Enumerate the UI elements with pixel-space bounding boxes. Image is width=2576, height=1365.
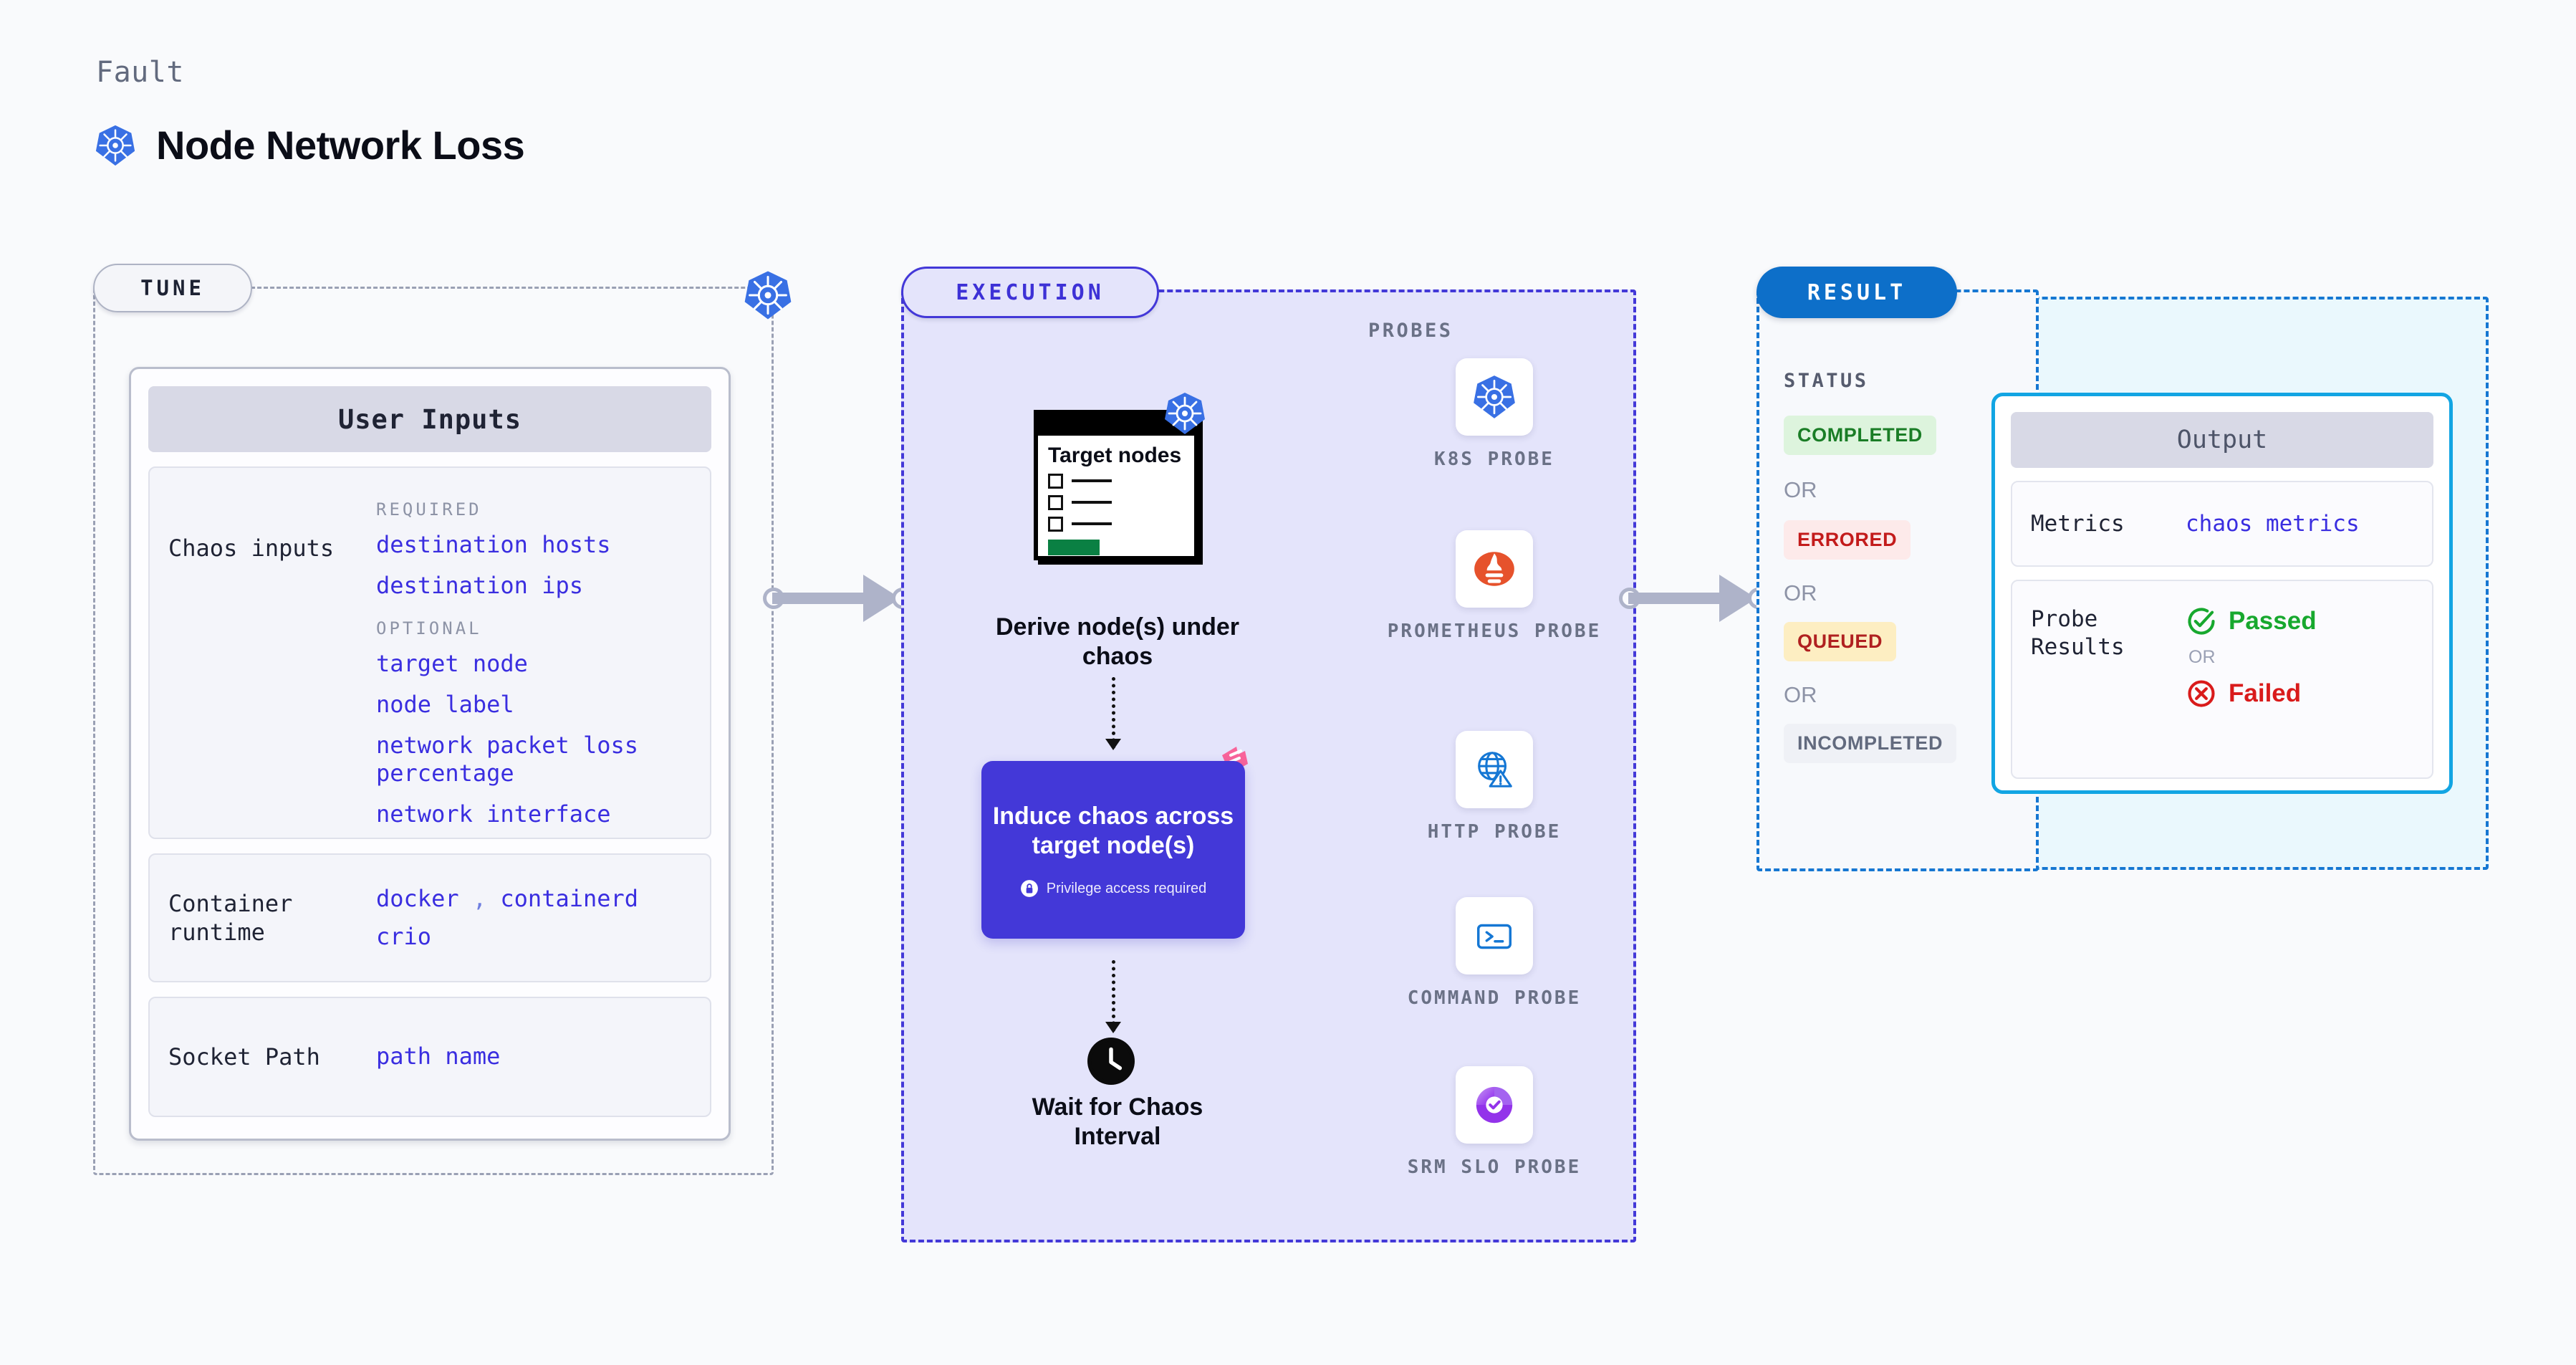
probe-results-row: Probe Results Passed OR xyxy=(2011,580,2433,779)
placeholder-line xyxy=(1072,522,1112,525)
socket-path-row: Socket Path path name xyxy=(148,997,711,1117)
page-title-row: Node Network Loss xyxy=(93,122,525,168)
probe-result-passed: Passed xyxy=(2186,605,2413,637)
target-nodes-title: Target nodes xyxy=(1048,444,1182,467)
step-caption-derive-nodes: Derive node(s) under chaos xyxy=(995,613,1240,671)
check-circle-icon xyxy=(2186,605,2217,637)
checkbox-icon xyxy=(1048,516,1063,532)
node-list-item xyxy=(1048,494,1184,510)
status-badge-queued: QUEUED xyxy=(1784,622,1897,661)
container-runtime-row: Container runtime docker , containerd cr… xyxy=(148,853,711,982)
probe-item-command[interactable]: COMMAND PROBE xyxy=(1352,897,1636,1011)
input-network-interface[interactable]: network interface xyxy=(376,800,611,828)
metrics-label: Metrics xyxy=(2031,510,2125,537)
probe-item-k8s[interactable]: K8S PROBE xyxy=(1352,358,1636,472)
node-list-item xyxy=(1048,516,1184,532)
checkbox-icon xyxy=(1048,494,1063,510)
connector-tune-to-execution xyxy=(763,559,913,638)
probe-item-prometheus[interactable]: PROMETHEUS PROBE xyxy=(1352,530,1636,644)
status-or-3: OR xyxy=(1784,682,1817,707)
socket-path-value[interactable]: path name xyxy=(376,1043,501,1071)
harness-logo-icon xyxy=(1212,739,1255,782)
input-network-packet-loss-percentage[interactable]: network packet loss percentage xyxy=(376,732,639,787)
page-eyebrow: Fault xyxy=(96,56,184,89)
status-or-2: OR xyxy=(1784,580,1817,605)
probe-label: SRM SLO PROBE xyxy=(1407,1156,1582,1178)
probe-label: PROMETHEUS PROBE xyxy=(1387,621,1602,642)
container-runtime-label: Container runtime xyxy=(168,890,293,946)
input-target-node[interactable]: target node xyxy=(376,650,528,678)
probes-section-title: PROBES xyxy=(1368,320,1453,342)
execution-stage-pill[interactable]: EXECUTION xyxy=(901,267,1159,318)
status-badge-incompleted: INCOMPLETED xyxy=(1784,724,1957,763)
passed-label: Passed xyxy=(2229,607,2317,635)
checkbox-icon xyxy=(1048,473,1063,489)
kubernetes-icon xyxy=(93,123,138,168)
input-destination-hosts[interactable]: destination hosts xyxy=(376,531,611,558)
connector-execution-to-result xyxy=(1619,559,1769,638)
status-section-title: STATUS xyxy=(1784,370,1869,392)
probe-result-or: OR xyxy=(2188,647,2216,667)
probe-label: HTTP PROBE xyxy=(1427,821,1562,843)
chaos-inputs-label: Chaos inputs xyxy=(168,535,335,562)
output-title: Output xyxy=(2011,412,2433,468)
runtime-docker[interactable]: docker xyxy=(376,884,459,912)
srm-slo-icon xyxy=(1456,1066,1533,1144)
output-card: Output Metrics chaos metrics Probe Resul… xyxy=(1991,393,2453,794)
chaos-inputs-row: Chaos inputs REQUIRED destination hosts … xyxy=(148,466,711,839)
step-caption-wait-interval: Wait for Chaos Interval xyxy=(1032,1093,1203,1151)
optional-section-title: OPTIONAL xyxy=(376,618,482,639)
privilege-note-text: Privilege access required xyxy=(1046,880,1207,896)
flow-arrow-2 xyxy=(1105,960,1121,1033)
http-globe-warning-icon xyxy=(1456,731,1533,808)
lock-icon xyxy=(1020,879,1039,898)
tune-stage-frame xyxy=(93,287,774,1175)
status-badge-errored: ERRORED xyxy=(1784,520,1911,560)
kubernetes-icon xyxy=(1162,391,1208,436)
chaos-inputs-values: REQUIRED destination hosts destination i… xyxy=(376,499,691,828)
metrics-row: Metrics chaos metrics xyxy=(2011,481,2433,567)
status-badge-completed: COMPLETED xyxy=(1784,416,1936,455)
probe-item-srm-slo[interactable]: SRM SLO PROBE xyxy=(1352,1066,1636,1180)
kubernetes-icon xyxy=(741,269,794,322)
flow-arrow-1 xyxy=(1105,677,1121,750)
input-destination-ips[interactable]: destination ips xyxy=(376,572,583,600)
step-caption-induce-chaos: Induce chaos across target node(s) xyxy=(992,802,1234,859)
page-title: Node Network Loss xyxy=(156,123,525,168)
confirm-button-shape xyxy=(1048,539,1100,555)
result-stage-pill[interactable]: RESULT xyxy=(1756,267,1957,318)
target-nodes-card: Target nodes xyxy=(1034,410,1198,560)
probe-item-http[interactable]: HTTP PROBE xyxy=(1352,731,1636,845)
socket-path-label: Socket Path xyxy=(168,1043,320,1071)
clock-icon xyxy=(1087,1038,1135,1085)
probe-label: K8S PROBE xyxy=(1434,449,1554,470)
failed-label: Failed xyxy=(2229,679,2302,707)
user-inputs-card: User Inputs Chaos inputs REQUIRED destin… xyxy=(129,367,731,1141)
placeholder-line xyxy=(1072,479,1112,482)
kubernetes-icon xyxy=(1456,358,1533,436)
tune-stage-pill[interactable]: TUNE xyxy=(93,264,252,312)
socket-path-values: path name xyxy=(376,1043,691,1071)
placeholder-line xyxy=(1072,501,1112,504)
probe-result-failed: Failed xyxy=(2186,678,2413,709)
runtime-crio[interactable]: crio xyxy=(376,923,432,950)
status-or-1: OR xyxy=(1784,477,1817,502)
metrics-value[interactable]: chaos metrics xyxy=(2186,511,2360,537)
user-inputs-title: User Inputs xyxy=(148,386,711,452)
probe-label: COMMAND PROBE xyxy=(1407,987,1582,1009)
input-node-label[interactable]: node label xyxy=(376,691,514,719)
privilege-note: Privilege access required xyxy=(1020,879,1206,898)
runtime-containerd[interactable]: containerd xyxy=(500,884,639,912)
runtime-separator: , xyxy=(472,884,487,912)
probe-results-label: Probe Results xyxy=(2031,606,2125,660)
container-runtime-values: docker , containerd crio xyxy=(376,885,691,951)
step-induce-chaos: Induce chaos across target node(s) Privi… xyxy=(981,761,1245,939)
required-section-title: REQUIRED xyxy=(376,499,482,519)
terminal-icon xyxy=(1456,897,1533,974)
x-circle-icon xyxy=(2186,678,2217,709)
node-list-item xyxy=(1048,473,1184,489)
prometheus-icon xyxy=(1456,530,1533,608)
